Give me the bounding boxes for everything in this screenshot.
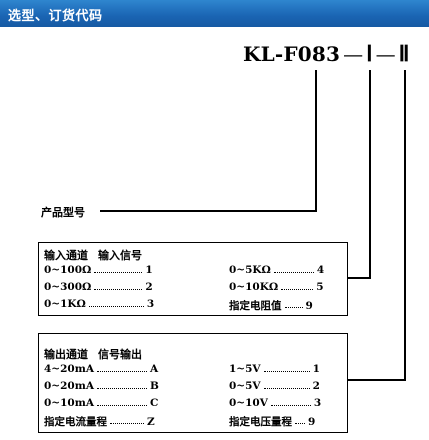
- input-options-box: 输入通道输入信号 0~100Ω 1 0~300Ω 2 0~1KΩ 3 0~5KΩ 4 0…: [38, 242, 348, 316]
- output-option-code: 1: [312, 363, 320, 375]
- output-options-box: 输出通道信号输出 4~20mA A 0~20mA B 0~10mA C 指定电流量程 Z…: [38, 333, 348, 433]
- leader-dots: [96, 387, 147, 389]
- output-option-label: 4~20mA: [44, 363, 94, 375]
- input-option-left-3: 0~1KΩ 3: [44, 298, 154, 310]
- input-title-signal: 输入信号: [98, 249, 142, 262]
- output-option-left-4: 指定电流量程 Z: [44, 414, 155, 429]
- input-option-label: 0~1KΩ: [44, 298, 86, 310]
- leader-dots: [94, 288, 143, 290]
- connector-output: [346, 70, 406, 381]
- output-option-right-4: 指定电压量程 9: [229, 414, 315, 429]
- model-prefix: KL-F083: [243, 42, 341, 66]
- output-option-right-2: 0~5V 2: [229, 380, 320, 392]
- output-box-title: 输出通道信号输出: [44, 346, 152, 362]
- input-option-code: 9: [305, 299, 313, 312]
- output-option-code: C: [149, 397, 159, 409]
- output-title-signal: 信号输出: [98, 348, 142, 361]
- input-option-code: 1: [145, 264, 153, 276]
- output-option-left-3: 0~10mA C: [44, 397, 158, 409]
- output-option-label: 指定电压量程: [229, 416, 292, 428]
- leader-dots: [281, 288, 314, 290]
- input-option-right-1: 0~5KΩ 4: [229, 264, 324, 276]
- input-option-left-2: 0~300Ω 2: [44, 281, 153, 293]
- input-option-label: 指定电阻值: [229, 300, 282, 312]
- output-option-label: 0~20mA: [44, 380, 94, 392]
- connector-product: [100, 70, 317, 212]
- input-box-title: 输入通道输入信号: [44, 247, 152, 263]
- model-segment-1: Ⅰ: [366, 41, 373, 66]
- connector-input: [346, 70, 371, 279]
- output-option-label: 1~5V: [229, 363, 261, 375]
- input-option-code: 3: [146, 298, 155, 310]
- output-option-code: B: [149, 380, 159, 392]
- input-option-label: 0~10KΩ: [229, 281, 279, 293]
- leader-dots: [263, 387, 310, 389]
- leader-dots: [263, 370, 310, 372]
- input-option-right-3: 指定电阻值 9: [229, 298, 313, 313]
- input-title-channel: 输入通道: [44, 249, 88, 262]
- leader-dots: [88, 305, 144, 307]
- output-option-code: 9: [308, 415, 316, 428]
- output-option-label: 0~10V: [229, 397, 268, 409]
- output-option-right-3: 0~10V 3: [229, 397, 321, 409]
- leader-dots: [94, 271, 143, 273]
- output-option-label: 0~10mA: [44, 397, 94, 409]
- input-option-label: 0~300Ω: [44, 281, 92, 293]
- leader-dots: [96, 370, 147, 372]
- leader-dots: [295, 423, 305, 424]
- input-option-right-2: 0~10KΩ 5: [229, 281, 324, 293]
- output-title-channel: 输出通道: [44, 348, 88, 361]
- leader-dots: [110, 423, 144, 424]
- model-segment-2: Ⅱ: [398, 41, 410, 66]
- output-option-right-1: 1~5V 1: [229, 363, 320, 375]
- output-option-label: 指定电流量程: [44, 416, 107, 428]
- output-option-code: 3: [313, 397, 322, 409]
- input-option-left-1: 0~100Ω 1: [44, 264, 153, 276]
- leader-dots: [284, 307, 303, 308]
- leader-dots: [273, 271, 314, 273]
- input-option-code: 5: [316, 281, 324, 293]
- output-option-code: Z: [147, 415, 155, 428]
- output-option-left-2: 0~20mA B: [44, 380, 159, 392]
- header-title: 选型、订货代码: [8, 9, 103, 24]
- header-bar: 选型、订货代码: [0, 0, 429, 27]
- input-option-code: 2: [145, 281, 153, 293]
- output-option-code: A: [149, 363, 159, 375]
- input-option-label: 0~5KΩ: [229, 264, 271, 276]
- output-option-left-1: 4~20mA A: [44, 363, 158, 375]
- input-option-label: 0~100Ω: [44, 264, 92, 276]
- leader-dots: [96, 404, 147, 406]
- model-separator-2: —: [375, 42, 396, 66]
- model-separator-1: —: [343, 42, 364, 66]
- output-option-code: 2: [312, 380, 320, 392]
- product-label: 产品型号: [41, 204, 89, 220]
- input-option-code: 4: [316, 264, 325, 276]
- leader-dots: [270, 404, 311, 406]
- output-option-label: 0~5V: [229, 380, 261, 392]
- model-code: KL-F083—Ⅰ—Ⅱ: [243, 40, 409, 68]
